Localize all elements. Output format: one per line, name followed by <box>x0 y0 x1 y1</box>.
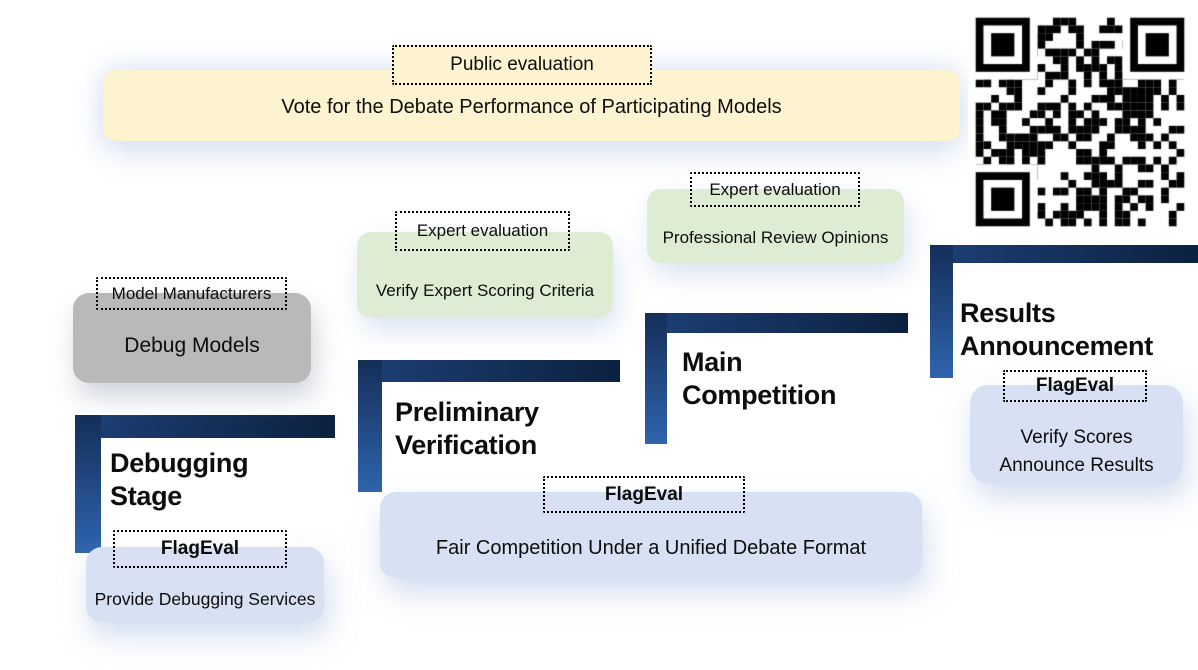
debugging-stage-title: Debugging Stage <box>110 447 249 513</box>
model-manufacturers-label: Model Manufacturers <box>96 277 287 310</box>
expert-scoring-body: Verify Expert Scoring Criteria <box>375 280 595 300</box>
results-bracket-vertical <box>930 245 953 378</box>
flageval-fair-box: Fair Competition Under a Unified Debate … <box>380 492 922 578</box>
flageval-results-body-line2: Announce Results <box>999 455 1154 476</box>
main-bracket-horizontal <box>645 313 908 333</box>
preliminary-title-line2: Verification <box>395 430 537 460</box>
qr-code-canvas <box>968 10 1192 234</box>
expert-review-box: Professional Review Opinions <box>647 189 904 263</box>
debugging-bracket-horizontal <box>75 415 335 438</box>
qr-code <box>968 10 1192 234</box>
public-evaluation-label: Public evaluation <box>392 45 652 85</box>
expert-review-body: Professional Review Opinions <box>662 227 889 247</box>
flageval-debugging-box: Provide Debugging Services <box>86 547 324 622</box>
flageval-results-body-line1: Verify Scores <box>1020 427 1133 448</box>
debugging-bracket-vertical <box>75 415 101 553</box>
public-evaluation-text: Vote for the Debate Performance of Parti… <box>281 96 782 118</box>
flageval-debugging-label: FlagEval <box>113 530 287 568</box>
flageval-fair-label: FlagEval <box>543 476 745 513</box>
debugging-title-line1: Debugging <box>110 448 249 478</box>
expert-review-label-text: Expert evaluation <box>709 179 841 199</box>
expert-review-label: Expert evaluation <box>690 172 860 207</box>
flageval-results-label-text: FlagEval <box>1035 375 1115 396</box>
expert-scoring-label: Expert evaluation <box>395 211 570 251</box>
main-bracket-vertical <box>645 313 667 444</box>
main-competition-title: Main Competition <box>682 346 836 412</box>
results-bracket-horizontal <box>930 245 1198 263</box>
flageval-fair-body: Fair Competition Under a Unified Debate … <box>435 537 867 559</box>
flageval-debugging-label-text: FlagEval <box>160 538 240 559</box>
flageval-fair-label-text: FlagEval <box>604 483 684 505</box>
preliminary-bracket-horizontal <box>358 360 620 382</box>
debugging-title-line2: Stage <box>110 481 183 511</box>
expert-scoring-box: Verify Expert Scoring Criteria <box>357 232 613 318</box>
flageval-debugging-body: Provide Debugging Services <box>94 589 316 610</box>
preliminary-verification-title: Preliminary Verification <box>395 396 539 462</box>
model-manufacturers-label-text: Model Manufacturers <box>111 283 272 303</box>
results-title-line1: Results <box>960 298 1056 328</box>
flageval-results-label: FlagEval <box>1003 370 1147 402</box>
results-title-line2: Announcement <box>960 331 1153 361</box>
main-title-line2: Competition <box>682 380 837 410</box>
preliminary-bracket-vertical <box>358 360 382 492</box>
expert-scoring-label-text: Expert evaluation <box>416 221 549 240</box>
public-evaluation-label-text: Public evaluation <box>450 54 594 75</box>
main-title-line1: Main <box>682 347 743 377</box>
preliminary-title-line1: Preliminary <box>395 397 539 427</box>
results-announcement-title: Results Announcement <box>960 297 1153 363</box>
model-manufacturers-body: Debug Models <box>124 334 260 358</box>
